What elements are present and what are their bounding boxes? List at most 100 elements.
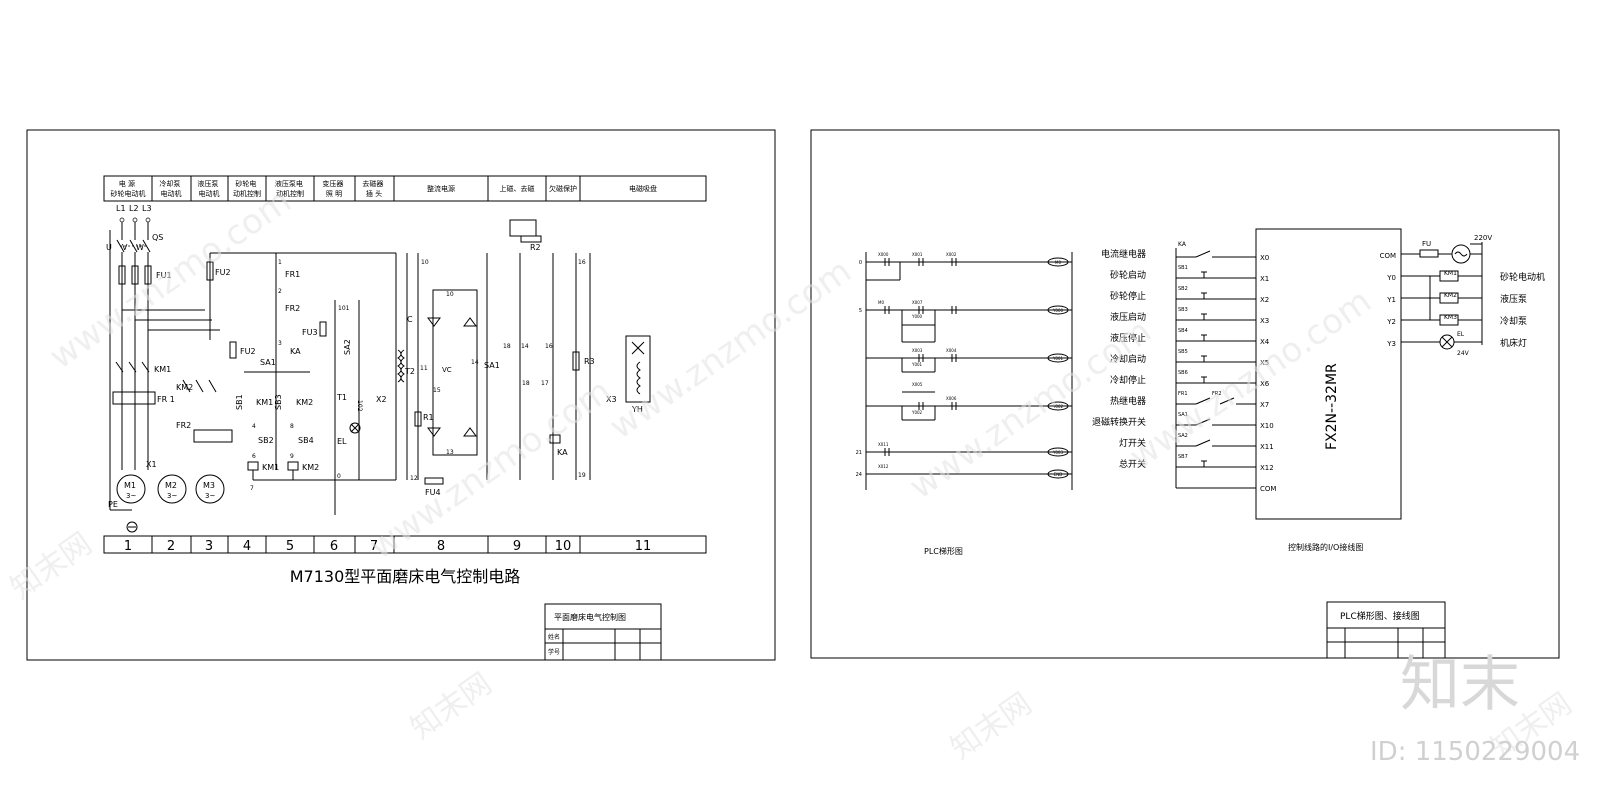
right-sheet: 0 5 21 24 X000 X001 X002 M0 Y000 X003 X0… [810, 129, 1560, 659]
column-number: 5 [286, 539, 294, 554]
ladder-coil: Y003 [1052, 450, 1064, 455]
input-device: SA2 [1178, 433, 1188, 439]
brand-logo: 知末 [1400, 650, 1520, 720]
ladder-contact: Y000 [911, 314, 923, 319]
input-description: 液压启动 [1110, 311, 1146, 323]
label-x3: X3 [606, 395, 617, 404]
column-number: 7 [370, 539, 378, 554]
header-cell: 电磁吸盘 [629, 184, 657, 193]
coil-km2: KM2 [302, 463, 319, 472]
input-terminal: X7 [1260, 401, 1269, 409]
column-number: 11 [635, 539, 652, 554]
header-cell-line: 电动机 [199, 189, 220, 198]
ladder-step: 0 [859, 260, 862, 266]
input-device: SB7 [1178, 454, 1188, 460]
label-c: C [407, 315, 413, 324]
label-t1: T1 [336, 393, 347, 402]
header-cell-line: 插 头 [366, 189, 382, 198]
input-description: 砂轮启动 [1110, 269, 1146, 281]
header-table: 电 源 砂轮电动机 冷却泵 电动机 液压泵 电动机 砂轮电 动机控制 液压泵电 … [103, 175, 707, 202]
column-number: 3 [205, 539, 213, 554]
motor-m3-phase: 3~ [205, 492, 215, 500]
label-sa2: SA2 [343, 339, 352, 355]
label-sa1: SA1 [260, 358, 276, 367]
ladder-coil: END [1054, 472, 1063, 477]
input-terminal: X10 [1260, 422, 1274, 430]
header-cell-line: 动机控制 [276, 189, 304, 198]
motor-m2: M2 [165, 481, 177, 490]
input-terminal: X0 [1260, 254, 1269, 262]
ladder-caption: PLC梯形图 [924, 546, 963, 556]
header-cell: 冷却泵 电动机 [159, 179, 182, 198]
column-number: 4 [243, 539, 251, 554]
label-vc: VC [442, 366, 452, 374]
label-el: EL [337, 437, 347, 446]
ladder-coil: Y002 [1052, 404, 1064, 409]
node-18a: 18 [503, 343, 511, 350]
coil-ka: KA [557, 448, 568, 457]
motor-m2-phase: 3~ [167, 492, 177, 500]
input-device: SA1 [1178, 412, 1188, 418]
input-terminal: X3 [1260, 317, 1269, 325]
label-yh: YH [631, 405, 643, 414]
label-fu2: FU2 [215, 268, 231, 277]
header-cell-line: 电动机 [161, 189, 182, 198]
node-16: 16 [545, 343, 553, 350]
ladder-contact: X007 [912, 300, 923, 305]
input-terminal: X12 [1260, 464, 1274, 472]
header-cell-line: 变压器 [322, 179, 343, 188]
label-pe: PE [108, 500, 118, 509]
ladder-diagram: 0 5 21 24 X000 X001 X002 M0 Y000 X003 X0… [856, 252, 1073, 556]
column-number: 6 [330, 539, 338, 554]
input-description: 退磁转换开关 [1092, 416, 1146, 428]
header-cell: 液压泵 电动机 [197, 179, 220, 198]
ladder-contact: X011 [878, 442, 889, 447]
label-fu4: FU4 [425, 488, 441, 497]
plc-model: FX2N--32MR [1324, 363, 1340, 450]
node-3: 3 [278, 340, 282, 347]
header-cell: 欠磁保护 [549, 184, 577, 193]
label-x1: X1 [146, 460, 157, 469]
output-24v: 24V [1457, 350, 1470, 357]
header-cell-line: 砂轮电 [235, 179, 256, 188]
output-fu: FU [1422, 240, 1431, 248]
node-9: 9 [290, 453, 294, 460]
input-description: 热继电器 [1110, 395, 1146, 407]
output-description: 液压泵 [1500, 293, 1527, 305]
control-circuit: FU2 FR1 FR2 1 2 3 FU2 SA1 KA SB1 KM1 SB3… [206, 252, 397, 492]
input-device: KA [1178, 241, 1187, 248]
label-km2: KM2 [176, 383, 193, 392]
input-device: SB5 [1178, 349, 1188, 355]
input-description: 电流继电器 [1101, 248, 1146, 260]
output-device: KM3 [1444, 314, 1457, 321]
label-u: U [106, 243, 112, 252]
label-sb4: SB4 [298, 436, 314, 445]
input-device: SB4 [1178, 328, 1188, 334]
node-17: 17 [541, 380, 549, 387]
input-terminal: X4 [1260, 338, 1270, 346]
ladder-contact: X002 [946, 252, 957, 257]
output-terminal: Y1 [1386, 296, 1396, 304]
input-description: 冷却启动 [1110, 353, 1146, 365]
label-sb2: SB2 [258, 436, 274, 445]
node-11: 11 [420, 365, 428, 372]
io-wiring: 电流继电器 砂轮启动 砂轮停止 液压启动 液压停止 冷却启动 冷却停止 热继电器… [1092, 228, 1545, 552]
motor-m1-phase: 3~ [126, 492, 136, 500]
node-0: 0 [337, 473, 341, 480]
input-description: 液压停止 [1110, 332, 1146, 344]
header-cell-line: 液压泵电 [275, 179, 303, 188]
watermark-brand: 知末网 [5, 526, 99, 606]
label-v: V [122, 243, 128, 252]
node-4: 4 [252, 423, 256, 430]
label-x2: X2 [376, 395, 387, 404]
ladder-contact: X000 [878, 252, 889, 257]
title-block-row2: 学号 [548, 648, 560, 656]
label-fr1c: FR1 [285, 270, 300, 279]
ladder-step: 5 [859, 308, 862, 314]
watermark-site: www.znzmo.com [42, 181, 298, 377]
input-device: SB2 [1178, 286, 1188, 292]
watermark-site: www.znzmo.com [902, 311, 1158, 507]
label-l3: L3 [142, 204, 152, 213]
header-cell: 砂轮电 动机控制 [233, 179, 261, 198]
output-terminal: Y3 [1386, 340, 1396, 348]
